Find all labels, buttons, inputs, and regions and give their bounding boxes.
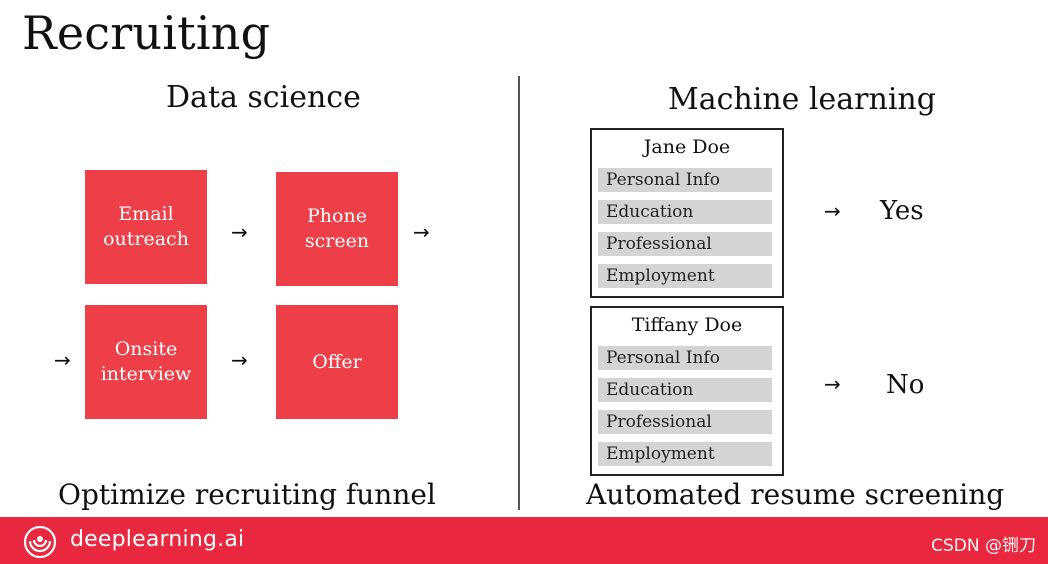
decision-yes: Yes	[880, 196, 924, 226]
step-phone-screen: Phone screen	[276, 172, 398, 286]
step-offer: Offer	[276, 305, 398, 419]
step-label-line: Onsite	[114, 338, 178, 360]
resume-field-professional: Professional	[598, 410, 772, 434]
section-divider	[518, 76, 520, 510]
screening-caption: Automated resume screening	[586, 478, 1005, 511]
watermark: CSDN @铏刀	[931, 536, 1036, 556]
slide-title: Recruiting	[22, 6, 271, 60]
step-email-outreach: Email outreach	[85, 170, 207, 284]
step-label-line: outreach	[103, 228, 189, 250]
arrow-right-icon: →	[824, 372, 841, 396]
resume-name: Jane Doe	[643, 136, 731, 158]
step-label-line: Offer	[312, 350, 362, 373]
brand-name: deeplearning.ai	[70, 527, 245, 552]
resume-field-education: Education	[598, 378, 772, 402]
resume-field-personal-info: Personal Info	[598, 346, 772, 370]
step-label-line: interview	[100, 363, 192, 385]
step-label-line: Phone	[307, 205, 367, 227]
deeplearning-logo-icon	[24, 526, 56, 558]
data-science-heading: Data science	[166, 80, 361, 115]
resume-field-employment: Employment	[598, 442, 772, 466]
resume-card-jane: Jane Doe Personal Info Education Profess…	[590, 128, 784, 298]
step-label-line: Email	[118, 203, 174, 225]
arrow-right-icon: →	[231, 220, 248, 244]
arrow-right-icon: →	[413, 220, 430, 244]
resume-field-employment: Employment	[598, 264, 772, 288]
decision-no: No	[886, 370, 925, 400]
resume-name: Tiffany Doe	[631, 314, 743, 336]
funnel-caption: Optimize recruiting funnel	[58, 478, 436, 511]
resume-field-professional: Professional	[598, 232, 772, 256]
resume-field-personal-info: Personal Info	[598, 168, 772, 192]
resume-field-education: Education	[598, 200, 772, 224]
arrow-right-icon: →	[231, 348, 248, 372]
step-onsite-interview: Onsite interview	[85, 305, 207, 419]
resume-card-tiffany: Tiffany Doe Personal Info Education Prof…	[590, 306, 784, 476]
arrow-right-icon: →	[54, 348, 71, 372]
step-label-line: screen	[304, 230, 370, 252]
arrow-right-icon: →	[824, 199, 841, 223]
machine-learning-heading: Machine learning	[668, 82, 936, 117]
footer-bar: deeplearning.ai CSDN @铏刀	[0, 517, 1048, 564]
